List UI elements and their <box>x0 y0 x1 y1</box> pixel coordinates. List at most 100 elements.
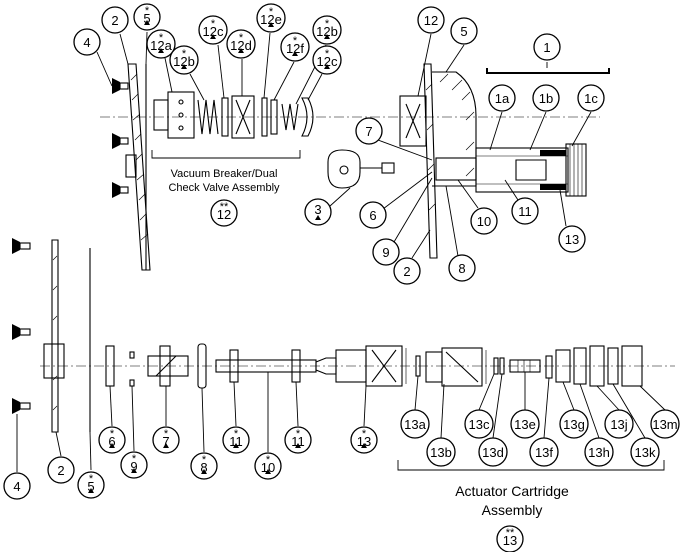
callout-circle <box>98 426 126 454</box>
callout-triangle <box>181 64 187 69</box>
callout-circle <box>604 409 634 439</box>
callout-c4t: 4 <box>73 28 101 56</box>
callout-label: 6 <box>108 434 115 449</box>
ring-13c <box>493 357 499 375</box>
callout-triangle <box>163 443 169 448</box>
leader-c12r <box>417 33 432 97</box>
callout-circle <box>359 201 387 229</box>
leader-c11r <box>504 179 519 201</box>
callout-label: 13b <box>430 445 452 460</box>
callout-c12a: 12a* <box>146 29 176 59</box>
cartridge-13 <box>315 345 407 387</box>
callout-circle <box>529 437 559 467</box>
callout-label: 13d <box>482 445 504 460</box>
callout-circle <box>254 452 282 480</box>
leader-c6b <box>109 385 113 427</box>
callout-c13d: 13d <box>478 437 508 467</box>
callout-circle <box>558 225 586 253</box>
callout-label: 11 <box>518 204 532 219</box>
leader-c12e <box>263 32 271 99</box>
leader-c13bb <box>440 383 445 439</box>
callout-circle <box>464 409 494 439</box>
callout-circle <box>532 84 560 112</box>
callout-triangle <box>238 48 244 53</box>
callout-circle <box>533 33 561 61</box>
callout-triangle <box>131 468 137 473</box>
callout-label: 13g <box>563 417 585 432</box>
leader-c13h <box>579 383 600 439</box>
callout-label: 9 <box>130 459 137 474</box>
callout-c5b: 5* <box>77 471 105 499</box>
callout-c3: 3 <box>304 198 332 226</box>
callout-star: * <box>239 32 244 44</box>
callout-c11r: 11 <box>511 197 539 225</box>
callout-star: * <box>132 453 137 465</box>
callout-triangle <box>361 443 367 448</box>
callout-label: 9 <box>382 245 389 260</box>
callout-label: 13j <box>610 417 627 432</box>
callout-circle <box>198 15 228 45</box>
callout-circle <box>372 238 400 266</box>
callout-label: 1 <box>543 40 550 55</box>
callout-label: 12 <box>217 207 231 222</box>
callout-c5t: 5* <box>133 3 161 31</box>
leader-c10r <box>457 179 479 209</box>
callout-circle <box>400 409 430 439</box>
callout-star: * <box>110 428 115 440</box>
callout-circle <box>304 198 332 226</box>
leader-c12b1 <box>189 73 205 101</box>
leader-c2b <box>55 431 62 457</box>
callout-circle <box>169 45 199 75</box>
callout-triangle <box>109 443 115 448</box>
disc-12c <box>221 97 229 137</box>
callout-c5r: 5 <box>450 17 478 45</box>
callout-circle <box>478 437 508 467</box>
callout-c13c: 13c <box>464 409 494 439</box>
callout-circle <box>312 15 342 45</box>
callout-label: 13a <box>404 417 426 432</box>
caption-vacuum-breaker-line2: Check Valve Assembly <box>168 182 280 194</box>
callout-label: 12c <box>317 54 338 69</box>
callout-circle <box>510 409 540 439</box>
callout-label: 5 <box>460 24 467 39</box>
leader-lines <box>16 31 666 472</box>
leader-c12c2 <box>307 73 323 101</box>
callout-c9r: 9 <box>372 238 400 266</box>
callout-c13r: 13 <box>558 225 586 253</box>
callout-label: 12d <box>230 38 252 53</box>
callout-circle <box>73 28 101 56</box>
callout-label: 12b <box>173 54 195 69</box>
callout-circle <box>280 32 310 62</box>
callout-c13k: 13k <box>630 437 660 467</box>
callout-label: 13h <box>588 445 610 460</box>
key-3 <box>327 149 395 189</box>
cap-12c <box>301 97 314 137</box>
callout-circle <box>146 29 176 59</box>
callout-star: ** <box>506 527 515 539</box>
callout-circle <box>650 409 680 439</box>
callout-label: 10 <box>477 214 491 229</box>
callout-star: * <box>362 428 367 440</box>
caption-actuator-line2: Assembly <box>482 502 543 518</box>
leader-c13j <box>596 385 620 411</box>
handle-7 <box>147 345 189 387</box>
spring-12b-2 <box>281 103 299 131</box>
callout-label: 13 <box>357 434 371 449</box>
callout-circle <box>222 426 250 454</box>
callout-label: 10 <box>261 460 275 475</box>
callout-c13e: 13e <box>510 409 540 439</box>
callout-c6b: 6* <box>98 426 126 454</box>
callout-circle <box>584 437 614 467</box>
callout-label: 13f <box>535 445 553 460</box>
leader-c4t <box>96 51 113 87</box>
callout-c7b: 7* <box>152 426 180 454</box>
callout-c10r: 10 <box>470 207 498 235</box>
callout-triangle <box>144 20 150 25</box>
cap-13m <box>621 345 643 387</box>
screws-bottom <box>12 238 31 414</box>
callout-triangle <box>324 64 330 69</box>
callout-triangle <box>315 215 321 220</box>
leader-c8r <box>445 185 459 257</box>
callout-star: * <box>293 35 298 47</box>
